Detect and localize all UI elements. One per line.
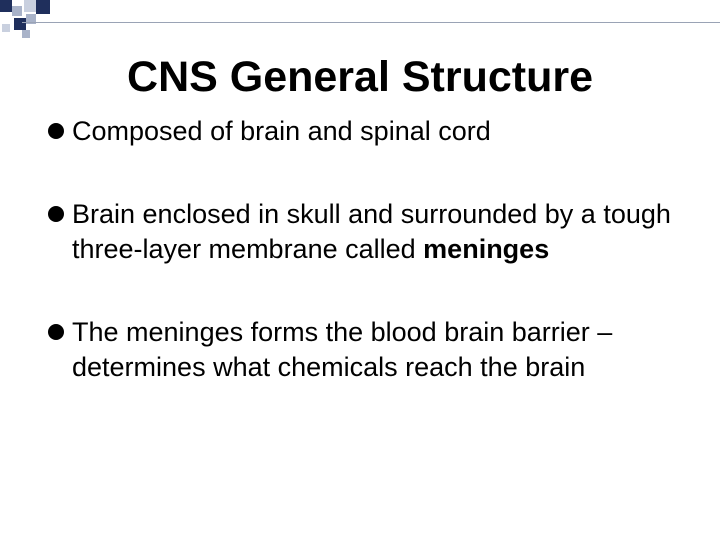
bullet-dot-icon	[48, 206, 64, 222]
top-rule	[22, 22, 720, 23]
deco-square	[12, 6, 22, 16]
deco-square	[24, 0, 36, 12]
deco-square	[14, 18, 26, 30]
bullet-text: The meninges forms the blood brain barri…	[72, 317, 613, 382]
deco-square	[26, 14, 36, 24]
bullet-dot-icon	[48, 123, 64, 139]
bullet-item: Composed of brain and spinal cord	[48, 114, 688, 149]
bullet-dot-icon	[48, 324, 64, 340]
deco-square	[22, 30, 30, 38]
deco-square	[36, 0, 50, 14]
bullet-list: Composed of brain and spinal cord Brain …	[48, 114, 688, 385]
bold-term: meninges	[423, 234, 550, 264]
slide-title: CNS General Structure	[127, 53, 593, 101]
bullet-item: The meninges forms the blood brain barri…	[48, 315, 688, 385]
decorative-squares	[0, 0, 150, 42]
deco-square	[0, 0, 12, 12]
bullet-text: Composed of brain and spinal cord	[72, 116, 491, 146]
bullet-item: Brain enclosed in skull and surrounded b…	[48, 197, 688, 267]
deco-square	[2, 24, 10, 32]
bullet-text: Brain enclosed in skull and surrounded b…	[72, 199, 671, 264]
